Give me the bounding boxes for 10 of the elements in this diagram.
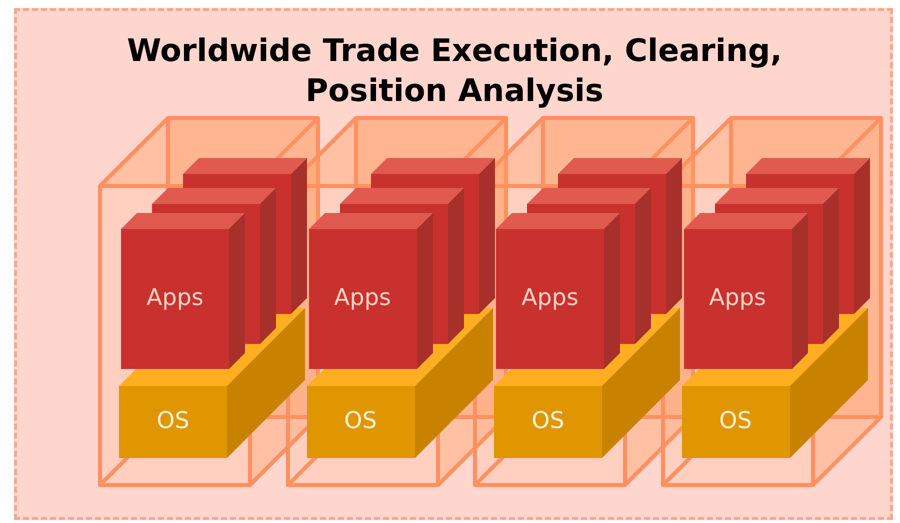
block-label: OS xyxy=(156,408,190,434)
block-label: OS xyxy=(530,408,566,434)
dashed-panel xyxy=(14,8,893,520)
block-label: OS xyxy=(343,408,378,434)
panel-heading: Worldwide Trade Execution, Clearing, Position Analysis xyxy=(126,32,783,111)
block-label: OS xyxy=(718,408,753,434)
block-label: Apps xyxy=(520,285,580,311)
block-label: Apps xyxy=(146,285,204,311)
block-label: Apps xyxy=(708,285,767,311)
block-label: Apps xyxy=(333,285,392,311)
